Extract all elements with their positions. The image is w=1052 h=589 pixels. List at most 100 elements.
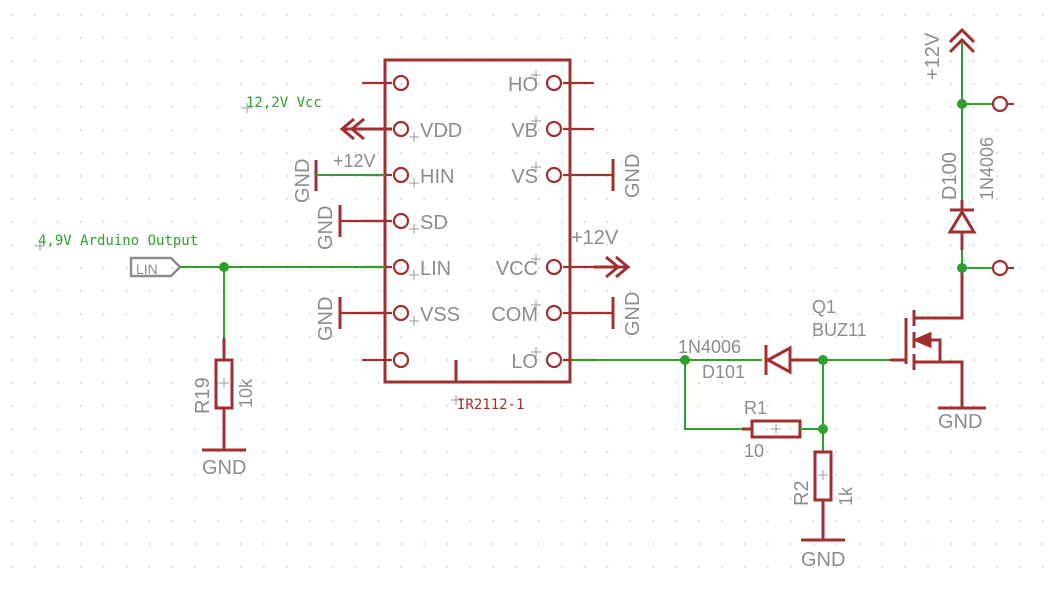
- grid-dot: [743, 37, 746, 39]
- grid-dot: [148, 175, 151, 177]
- grid-dot: [492, 520, 494, 522]
- resistor-r19[interactable]: [202, 338, 246, 452]
- grid-dot: [950, 520, 952, 522]
- grid-dot: [835, 83, 838, 85]
- plus12-supply-top[interactable]: [948, 27, 976, 54]
- grid-dot: [446, 313, 448, 315]
- grid-dot: [675, 405, 677, 407]
- lin-input-port[interactable]: [129, 256, 182, 278]
- grid-dot: [102, 37, 105, 39]
- grid-dot: [308, 129, 311, 131]
- grid-dot: [171, 428, 174, 430]
- grid-dot: [308, 336, 311, 338]
- grid-dot: [698, 14, 700, 16]
- grid-dot: [263, 313, 265, 315]
- grid-dot: [1018, 428, 1021, 430]
- grid-dot: [148, 543, 151, 545]
- grid-dot: [217, 474, 220, 476]
- grid-dot: [492, 313, 494, 315]
- grid-dot: [1018, 382, 1021, 384]
- grid-dot: [743, 267, 746, 269]
- gnd-symbol-vss[interactable]: [338, 297, 385, 329]
- grid-dot: [629, 60, 632, 62]
- gnd-symbol-hin[interactable]: [314, 160, 385, 191]
- grid-dot: [950, 244, 952, 246]
- grid-dot: [835, 221, 838, 223]
- grid-dot: [858, 244, 861, 246]
- terminal-bottom[interactable]: [991, 259, 1014, 277]
- grid-dot: [79, 175, 82, 177]
- grid-dot: [835, 14, 838, 16]
- grid-dot: [743, 405, 746, 407]
- gnd-symbol-sd[interactable]: [338, 205, 385, 237]
- grid-dot: [400, 37, 403, 39]
- grid-dot: [629, 497, 632, 499]
- grid-dot: [79, 428, 82, 430]
- grid-dot: [514, 244, 517, 246]
- grid-dot: [537, 566, 540, 568]
- grid-dot: [927, 566, 929, 568]
- grid-dot: [972, 106, 975, 108]
- grid-dot: [789, 543, 792, 545]
- d101-name-label: D101: [702, 362, 745, 382]
- grid-dot: [1041, 83, 1044, 85]
- grid-dot: [102, 106, 105, 108]
- grid-dot: [766, 83, 769, 85]
- terminal-top[interactable]: [991, 95, 1014, 113]
- grid-dot: [217, 152, 220, 154]
- grid-dot: [1018, 566, 1021, 568]
- grid-dot: [766, 566, 769, 568]
- vdd-supply-arrow[interactable]: [339, 117, 392, 141]
- grid-dot: [881, 37, 884, 39]
- grid-dot: [1041, 267, 1044, 269]
- grid-dot: [537, 313, 540, 315]
- grid-dot: [606, 290, 609, 292]
- gnd-symbol-com[interactable]: [594, 297, 615, 329]
- grid-dot: [263, 83, 265, 85]
- grid-dot: [972, 290, 975, 292]
- grid-dot: [606, 14, 609, 16]
- grid-dot: [285, 313, 288, 315]
- grid-dot: [972, 313, 975, 315]
- grid-dot: [171, 566, 174, 568]
- grid-dot: [34, 428, 36, 430]
- grid-dot: [812, 382, 815, 384]
- mosfet-q1[interactable]: [890, 268, 986, 410]
- grid-dot: [995, 313, 998, 315]
- grid-dot: [1018, 83, 1021, 85]
- diode-d101[interactable]: [764, 345, 823, 375]
- grid-dot: [331, 37, 334, 39]
- grid-dot: [354, 290, 357, 292]
- grid-dot: [1018, 198, 1021, 200]
- resistor-r2[interactable]: [801, 450, 845, 542]
- grid-dot: [698, 221, 700, 223]
- grid-dot: [263, 566, 265, 568]
- grid-dot: [331, 83, 334, 85]
- vcc-supply-arrow[interactable]: [594, 255, 631, 279]
- grid-dot: [171, 106, 174, 108]
- grid-dot: [812, 267, 815, 269]
- grid-dot: [698, 175, 700, 177]
- grid-dot: [79, 359, 82, 361]
- grid-dot: [698, 543, 700, 545]
- grid-dot: [79, 336, 82, 338]
- grid-dot: [789, 267, 792, 269]
- grid-dot: [721, 175, 723, 177]
- grid-dot: [148, 405, 151, 407]
- grid-dot: [812, 405, 815, 407]
- grid-dot: [858, 428, 861, 430]
- grid-dot: [927, 520, 929, 522]
- grid-dot: [102, 60, 105, 62]
- grid-dot: [446, 106, 448, 108]
- gnd-symbol-vs[interactable]: [594, 159, 615, 191]
- grid-dot: [583, 336, 586, 338]
- grid-dot: [194, 313, 197, 315]
- grid-dot: [171, 313, 174, 315]
- grid-dot: [148, 382, 151, 384]
- ir2112-chip[interactable]: VDD HIN SD LIN VSS HO VB VS VCC COM LO I…: [362, 58, 594, 413]
- grid-dot: [835, 405, 838, 407]
- grid-dot: [11, 382, 13, 384]
- grid-dot: [308, 290, 311, 292]
- grid-dot: [675, 152, 677, 154]
- diode-d100[interactable]: [947, 200, 977, 250]
